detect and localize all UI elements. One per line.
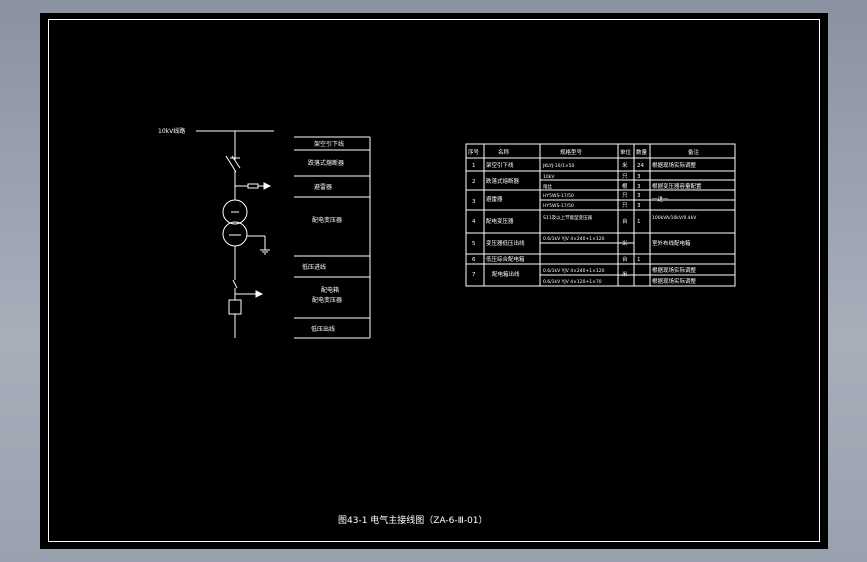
legend-item: 配电箱 xyxy=(321,286,339,294)
table-cell: 室外布线配电箱 xyxy=(652,239,691,247)
legend-item: 低压出线 xyxy=(311,325,335,333)
table-cell: 台 xyxy=(622,255,628,263)
table-cell: 跌落式熔断器 xyxy=(486,177,520,185)
arrester-symbol xyxy=(247,183,259,189)
table-cell: 0.6/1kV YJV 4×120+1×70 xyxy=(543,279,602,285)
table-cell: 3 xyxy=(637,174,641,180)
legend-item: 配电变压器 xyxy=(312,296,342,304)
equipment-table: 序号 名称 规格型号 单位 数量 备注 1 架空引下线 JKLYJ-10/1×5… xyxy=(468,148,702,285)
feeder-label: 10kV线路 xyxy=(158,127,185,135)
table-cell: 6 xyxy=(472,257,476,263)
table-cell: 10kV xyxy=(543,174,555,180)
table-cell: 米 xyxy=(622,270,628,278)
table-cell: 24 xyxy=(637,163,644,169)
table-cell: 1 xyxy=(637,257,641,263)
table-header: 名称 xyxy=(498,148,510,156)
table-cell: 米 xyxy=(622,161,628,169)
legend-item: 避雷器 xyxy=(314,183,332,191)
breaker-symbol xyxy=(228,299,242,315)
table-cell: 台 xyxy=(622,217,628,225)
table-cell: 3 xyxy=(637,203,641,209)
table-header: 序号 xyxy=(468,148,480,156)
fuse-symbol xyxy=(225,155,237,173)
table-cell: S11及以上节能型变压器 xyxy=(543,214,593,221)
table-cell: 0.6/1kV YJV 4×240+1×120 xyxy=(543,236,605,242)
table-cell: 只 xyxy=(622,192,628,199)
table-cell: 配电箱出线 xyxy=(492,270,520,278)
table-cell: 7 xyxy=(472,272,476,278)
table-cell: 1 xyxy=(637,219,641,225)
table-cell: 100kVA/10kV/0.4kV xyxy=(652,215,697,221)
table-cell: 3 xyxy=(637,193,641,199)
legend-item: 低压进线 xyxy=(302,263,326,271)
legend-box xyxy=(294,136,371,339)
table-cell: 根 xyxy=(622,182,628,190)
table-cell: HY5WS-17/50 xyxy=(543,203,574,209)
table-cell: 架空引下线 xyxy=(486,161,514,169)
drawing-frame xyxy=(48,19,820,542)
table-cell: 避雷器 xyxy=(486,195,503,203)
legend-item: 跌落式熔断器 xyxy=(308,159,344,167)
table-cell: 2 xyxy=(472,179,476,185)
table-cell: 根据变压器容量配置 xyxy=(652,182,702,190)
table-cell: 根据现场实际调整 xyxy=(652,277,697,285)
table-header: 备注 xyxy=(688,148,700,156)
table-cell: 米 xyxy=(622,239,628,247)
table-cell: 根据现场实际调整 xyxy=(652,266,697,274)
table-header: 数量 xyxy=(636,148,648,156)
table-header: 单位 xyxy=(620,148,632,156)
drawing-caption: 图43-1 电气主接线图（ZA-6-Ⅲ-01） xyxy=(338,514,488,526)
table-cell: 0.6/1kV YJV 4×240+1×120 xyxy=(543,268,605,274)
table-cell: 变压器低压出线 xyxy=(486,239,525,247)
table-header: 规格型号 xyxy=(560,148,583,156)
table-cell: 只 xyxy=(622,173,628,180)
transformer-symbol xyxy=(222,199,248,225)
drawing-sheet xyxy=(40,13,828,549)
table-cell: 一进一 xyxy=(652,195,669,203)
table-cell: 根据现场实际调整 xyxy=(652,161,697,169)
table-cell: 4 xyxy=(472,219,476,225)
legend-item: 架空引下线 xyxy=(314,140,344,148)
table-cell: 1 xyxy=(472,163,476,169)
table-cell: 熔丝 xyxy=(543,183,552,190)
single-line-diagram xyxy=(222,131,272,338)
legend-item: 配电变压器 xyxy=(312,216,342,224)
equipment-table-grid xyxy=(465,143,736,287)
table-cell: 3 xyxy=(472,199,476,205)
table-cell: HY5WS-17/50 xyxy=(543,193,574,199)
table-cell: 只 xyxy=(622,202,628,209)
table-cell: 低压综合配电箱 xyxy=(486,255,525,263)
table-cell: 3 xyxy=(637,184,641,190)
table-cell: 配电变压器 xyxy=(486,217,514,225)
table-cell: 5 xyxy=(472,241,476,247)
table-cell: JKLYJ-10/1×50 xyxy=(542,163,574,169)
